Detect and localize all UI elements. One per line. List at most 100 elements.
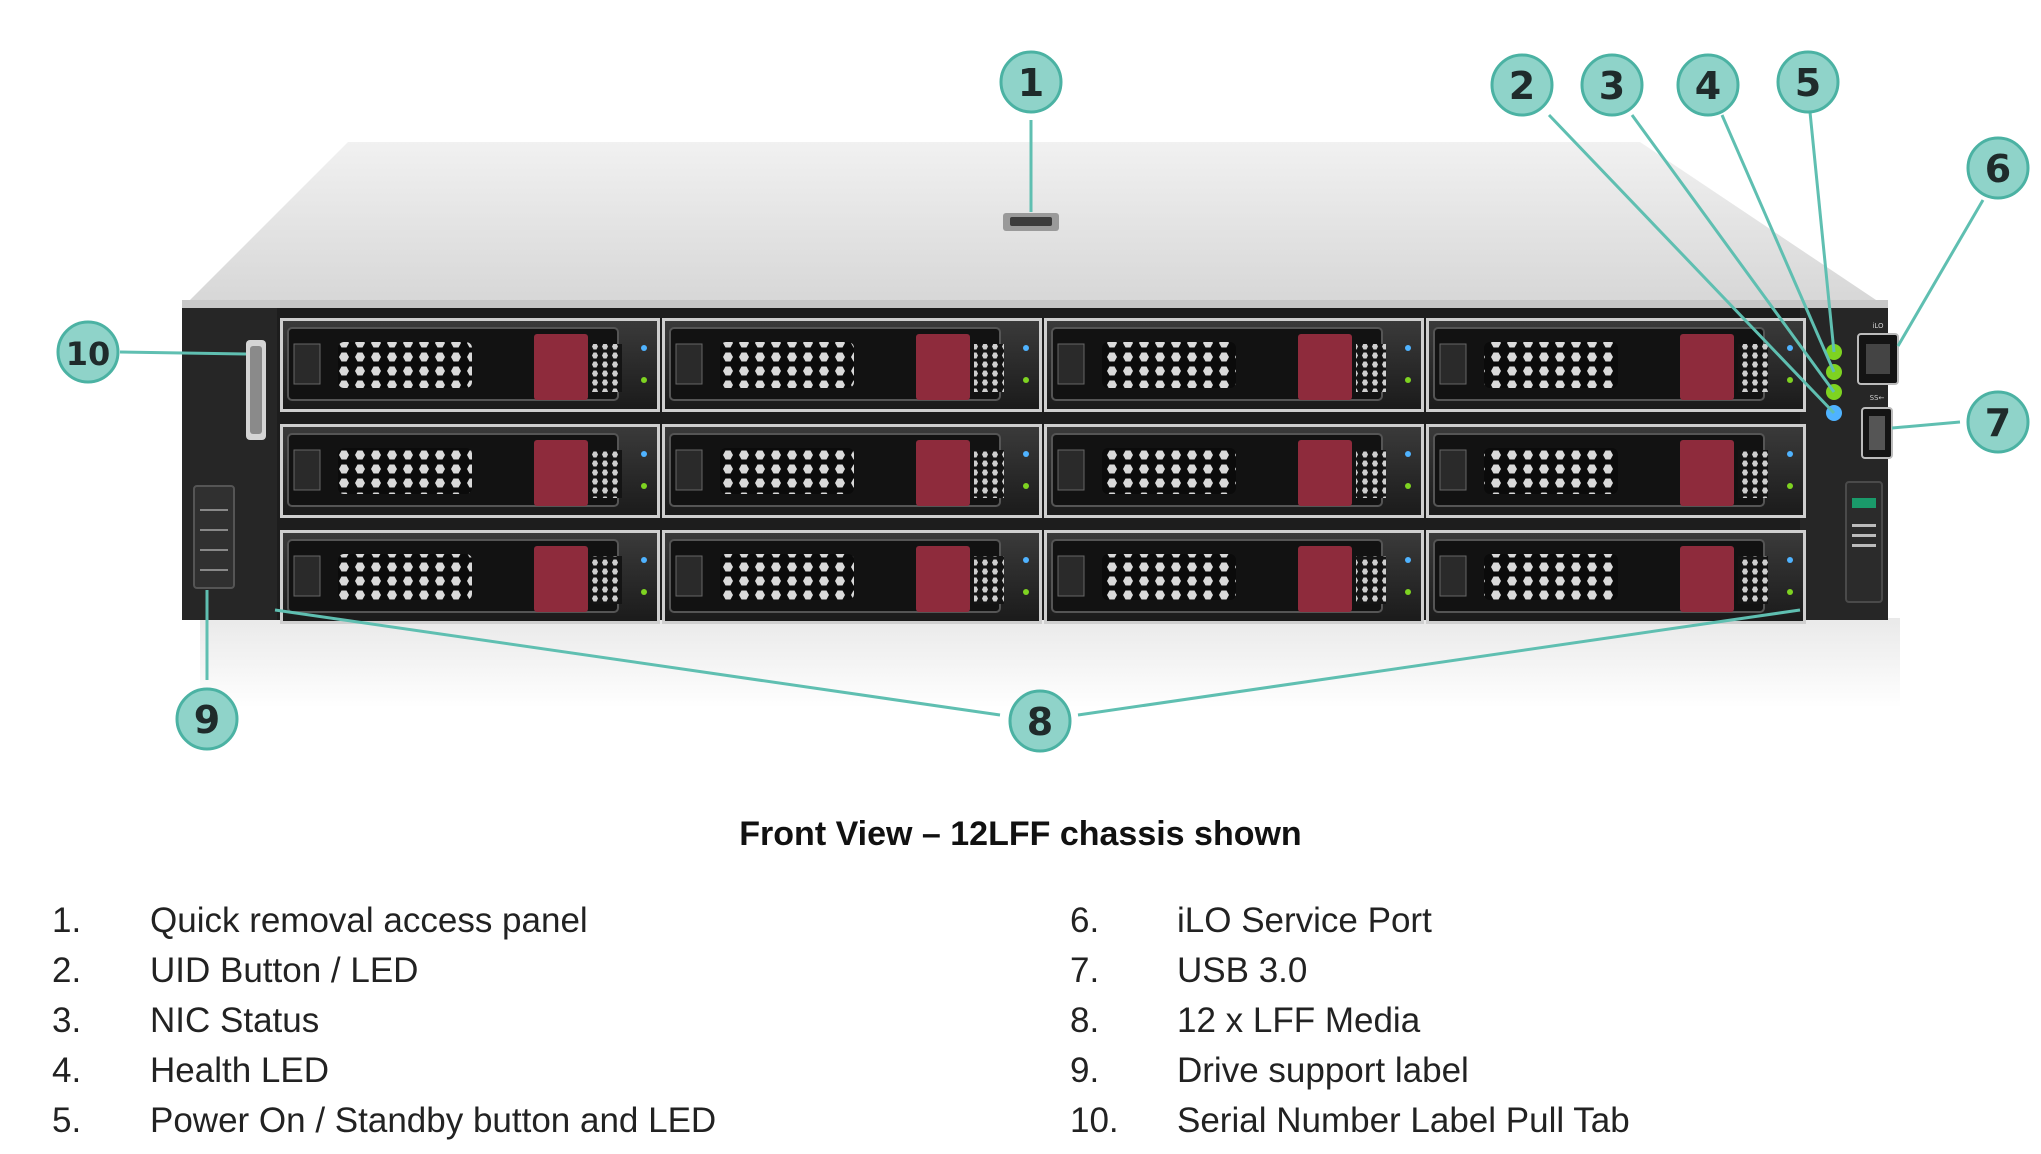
- drive-status-led: [641, 377, 647, 383]
- drive-vent: [1102, 448, 1236, 494]
- legend-number: 6.: [1070, 901, 1100, 940]
- drive-label: [675, 555, 703, 597]
- drive-handle-vent: [1356, 450, 1386, 498]
- drive-support-label: [193, 485, 235, 589]
- drive-bay[interactable]: [662, 530, 1042, 624]
- drive-vent: [720, 554, 854, 600]
- drive-status-led: [1405, 377, 1411, 383]
- drive-label: [1057, 555, 1085, 597]
- drive-vent: [338, 448, 472, 494]
- drive-handle-vent: [1356, 344, 1386, 392]
- drive-status-led: [641, 589, 647, 595]
- legend-text: UID Button / LED: [150, 951, 419, 990]
- drive-bay[interactable]: [280, 530, 660, 624]
- drive-label: [1057, 449, 1085, 491]
- drive-vent: [1484, 448, 1618, 494]
- drive-bay[interactable]: [280, 424, 660, 518]
- callout-5: 5: [1776, 50, 1840, 114]
- drive-bay[interactable]: [1426, 530, 1806, 624]
- callout-3: 3: [1580, 53, 1644, 117]
- svg-text:1: 1: [1018, 61, 1044, 105]
- svg-text:6: 6: [1985, 147, 2011, 191]
- drive-release-latch[interactable]: [1298, 334, 1352, 400]
- callout-2: 2: [1490, 53, 1554, 117]
- drive-vent: [1484, 342, 1618, 388]
- drive-status-led: [1787, 589, 1793, 595]
- drive-activity-led: [641, 557, 647, 563]
- drive-activity-led: [641, 345, 647, 351]
- drive-vent: [338, 342, 472, 388]
- legend-number: 4.: [52, 1051, 82, 1090]
- drive-bay[interactable]: [1426, 318, 1806, 412]
- drive-vent: [1102, 342, 1236, 388]
- legend-item: 3.NIC Status: [52, 996, 952, 1046]
- legend-number: 5.: [52, 1101, 82, 1140]
- drive-vent: [338, 554, 472, 600]
- legend-number: 9.: [1070, 1051, 1100, 1090]
- drive-label: [293, 449, 321, 491]
- drive-release-latch[interactable]: [1298, 440, 1352, 506]
- drive-handle-vent: [974, 556, 1004, 604]
- drive-release-latch[interactable]: [534, 440, 588, 506]
- drive-label: [293, 555, 321, 597]
- legend-item: 10.Serial Number Label Pull Tab: [1070, 1096, 1970, 1146]
- legend-number: 3.: [52, 1001, 82, 1040]
- drive-status-led: [1023, 377, 1029, 383]
- drive-bay[interactable]: [1426, 424, 1806, 518]
- drive-bay[interactable]: [662, 424, 1042, 518]
- legend-text: USB 3.0: [1177, 951, 1308, 990]
- drive-bay[interactable]: [1044, 530, 1424, 624]
- svg-text:8: 8: [1027, 700, 1053, 744]
- legend-text: Quick removal access panel: [150, 901, 588, 940]
- drive-activity-led: [1023, 557, 1029, 563]
- drive-release-latch[interactable]: [534, 334, 588, 400]
- legend-text: iLO Service Port: [1177, 901, 1432, 940]
- legend-item: 4. Health LED: [52, 1046, 952, 1096]
- drive-activity-led: [1787, 451, 1793, 457]
- drive-label: [675, 449, 703, 491]
- callout-6: 6: [1966, 136, 2030, 200]
- drive-status-led: [1405, 589, 1411, 595]
- legend-text: Health LED: [150, 1051, 329, 1090]
- drive-status-led: [1023, 589, 1029, 595]
- drive-bay-array: [280, 318, 1806, 624]
- drive-bay[interactable]: [662, 318, 1042, 412]
- drive-label: [675, 343, 703, 385]
- drive-release-latch[interactable]: [1680, 546, 1734, 612]
- drive-release-latch[interactable]: [916, 440, 970, 506]
- drive-release-latch[interactable]: [916, 546, 970, 612]
- drive-handle-vent: [592, 450, 622, 498]
- drive-vent: [1484, 554, 1618, 600]
- drive-bay[interactable]: [280, 318, 660, 412]
- legend-number: 2.: [52, 951, 82, 990]
- drive-bay[interactable]: [1044, 424, 1424, 518]
- drive-release-latch[interactable]: [534, 546, 588, 612]
- drive-release-latch[interactable]: [1680, 334, 1734, 400]
- legend-number: 7.: [1070, 951, 1100, 990]
- drive-activity-led: [1405, 557, 1411, 563]
- legend-item: 7. USB 3.0: [1070, 946, 1970, 996]
- drive-label: [1439, 449, 1467, 491]
- usb-port-socket: [1869, 416, 1885, 450]
- drive-handle-vent: [1738, 344, 1768, 392]
- drive-status-led: [641, 483, 647, 489]
- drive-release-latch[interactable]: [1298, 546, 1352, 612]
- legend-item: 9.Drive support label: [1070, 1046, 1970, 1096]
- legend-item: 6. iLO Service Port: [1070, 896, 1970, 946]
- drive-release-latch[interactable]: [1680, 440, 1734, 506]
- callout-markers: 1 2 3 4 5 6 7 8 9 10: [56, 50, 2030, 753]
- drive-status-led: [1787, 377, 1793, 383]
- drive-release-latch[interactable]: [916, 334, 970, 400]
- drive-activity-led: [1787, 557, 1793, 563]
- drive-bay[interactable]: [1044, 318, 1424, 412]
- drive-activity-led: [1405, 345, 1411, 351]
- legend-item: 8.12 x LFF Media: [1070, 996, 1970, 1046]
- svg-text:9: 9: [194, 698, 220, 742]
- drive-handle-vent: [592, 344, 622, 392]
- drive-vent: [1102, 554, 1236, 600]
- drive-handle-vent: [974, 344, 1004, 392]
- drive-handle-vent: [974, 450, 1004, 498]
- usb-port-label: SS←: [1870, 394, 1885, 402]
- figure-caption: Front View – 12LFF chassis shown: [739, 815, 1302, 853]
- ilo-port-label: iLO: [1872, 322, 1884, 330]
